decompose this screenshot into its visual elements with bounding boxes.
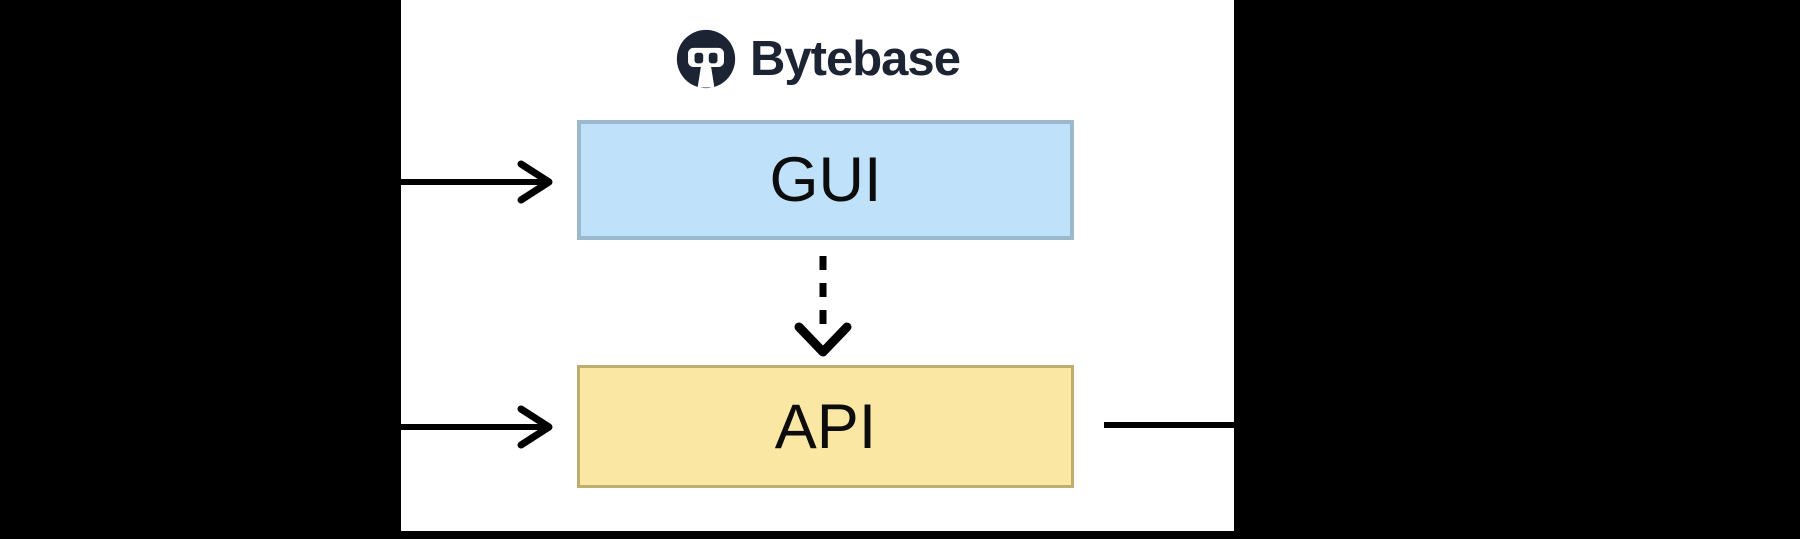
node-gui: GUI [577, 120, 1074, 240]
bytebase-logo-icon [676, 29, 736, 89]
brand-header: Bytebase [401, 24, 1234, 94]
brand-wordmark: Bytebase [750, 32, 961, 86]
node-gui-label: GUI [769, 145, 882, 215]
node-api-label: API [774, 391, 877, 462]
node-api: API [577, 365, 1074, 488]
